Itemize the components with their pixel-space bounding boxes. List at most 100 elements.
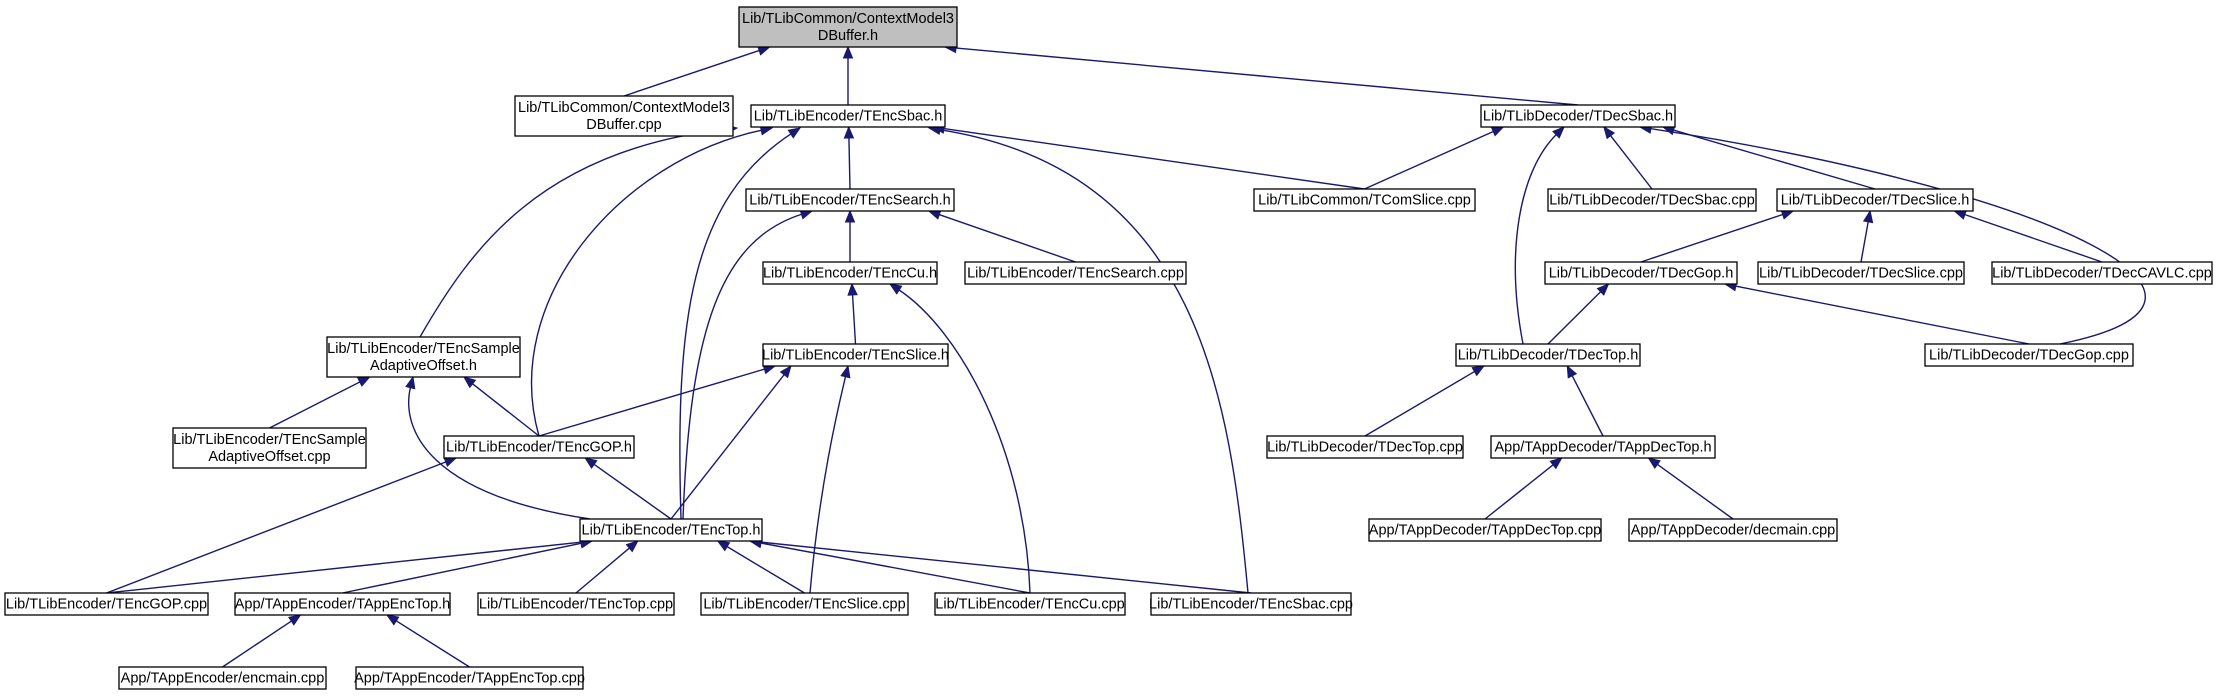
node-label-encsao-h-line2: AdaptiveOffset.h — [370, 358, 477, 374]
edge-dectop-cpp-to-dectop-h-line — [1364, 370, 1476, 437]
node-box-encmain-cpp — [118, 666, 327, 690]
node-decsbac-h[interactable]: Lib/TLibDecoder/TDecSbac.h — [1480, 104, 1676, 128]
node-encsbac-cpp[interactable]: Lib/TLibEncoder/TEncSbac.cpp — [1149, 592, 1353, 616]
node-label-decsbac-h: Lib/TLibDecoder/TDecSbac.h — [1483, 108, 1673, 124]
edge-encgop-cpp-to-encgop-h-arrowhead — [443, 457, 458, 468]
node-enccu-h[interactable]: Lib/TLibEncoder/TEncCu.h — [762, 261, 938, 285]
edge-encsao-h-to-encsbac-h-line — [419, 128, 728, 338]
node-decslice-cpp[interactable]: Lib/TLibDecoder/TDecSlice.cpp — [1757, 261, 1965, 285]
edge-encsbac-cpp-to-encsbac-h-line — [938, 128, 1249, 594]
node-label-enctop-cpp: Lib/TLibEncoder/TEncTop.cpp — [479, 596, 673, 612]
node-label-appenctop-cpp: App/TAppEncoder/TAppEncTop.cpp — [354, 670, 585, 686]
node-label-encsao-cpp-line2: AdaptiveOffset.cpp — [208, 449, 330, 465]
node-encmain-cpp[interactable]: App/TAppEncoder/encmain.cpp — [118, 666, 327, 690]
edge-enctop-h-to-encsao-h-arrowhead — [405, 375, 416, 390]
edge-decgop-cpp-to-decsbac-h — [1638, 123, 2146, 345]
edge-encgop-h-to-encsbac-h — [530, 125, 774, 437]
node-box-enctop-cpp — [477, 592, 675, 616]
node-label-encsao-h-line1: Lib/TLibEncoder/TEncSample — [327, 341, 520, 357]
node-encslice-h[interactable]: Lib/TLibEncoder/TEncSlice.h — [762, 343, 949, 367]
node-dectop-h[interactable]: Lib/TLibDecoder/TDecTop.h — [1455, 343, 1641, 367]
edge-decslice-cpp-to-decslice-h — [1860, 209, 1874, 263]
edge-encgop-cpp-to-encgop-h-line — [106, 460, 447, 594]
node-box-enccu-h — [762, 261, 938, 285]
node-decsbac-cpp[interactable]: Lib/TLibDecoder/TDecSbac.cpp — [1547, 188, 1757, 212]
node-label-ctx-h-line2: DBuffer.h — [818, 28, 878, 44]
node-encsao-h[interactable]: Lib/TLibEncoder/TEncSampleAdaptiveOffset… — [326, 336, 521, 378]
node-box-comslice-cpp — [1253, 188, 1476, 212]
edge-enctop-h-to-encgop-h-arrowhead — [584, 457, 598, 469]
node-encslice-cpp[interactable]: Lib/TLibEncoder/TEncSlice.cpp — [700, 592, 909, 616]
edge-enctop-cpp-to-enctop-h — [575, 540, 639, 594]
edge-decslice-cpp-to-decslice-h-arrowhead — [1862, 209, 1874, 224]
node-dectop-cpp[interactable]: Lib/TLibDecoder/TDecTop.cpp — [1266, 435, 1464, 459]
node-enctop-h[interactable]: Lib/TLibEncoder/TEncTop.h — [579, 518, 763, 542]
edge-encsearch-h-to-encsbac-h-arrowhead — [843, 125, 855, 139]
node-box-encsao-cpp — [172, 427, 367, 469]
node-label-ctx-cpp-line2: DBuffer.cpp — [586, 117, 662, 133]
nodes-layer: Lib/TLibCommon/ContextModel3DBuffer.hLib… — [4, 6, 2213, 690]
edge-appenctop-h-to-enctop-h — [342, 538, 594, 594]
node-enccu-cpp[interactable]: Lib/TLibEncoder/TEncCu.cpp — [934, 592, 1126, 616]
edge-encsbac-h-to-ctx-h — [842, 45, 854, 105]
node-encsbac-h[interactable]: Lib/TLibEncoder/TEncSbac.h — [750, 104, 946, 128]
node-box-enccu-cpp — [934, 592, 1126, 616]
node-box-decslice-cpp — [1757, 261, 1965, 285]
edge-enctop-h-to-encslice-h-arrowhead — [779, 364, 792, 379]
node-label-decsbac-cpp: Lib/TLibDecoder/TDecSbac.cpp — [1549, 192, 1755, 208]
node-appdectop-cpp[interactable]: App/TAppDecoder/TAppDecTop.cpp — [1368, 518, 1602, 542]
node-encsearch-h[interactable]: Lib/TLibEncoder/TEncSearch.h — [745, 188, 955, 212]
node-box-decmain-cpp — [1628, 518, 1838, 542]
edge-enctop-h-to-encsearch-h-line — [682, 213, 803, 520]
node-label-encgop-h: Lib/TLibEncoder/TEncGOP.h — [446, 439, 632, 455]
edge-encsearch-cpp-to-encsearch-h-line — [938, 213, 1076, 263]
edge-appdectop-h-to-dectop-h-line — [1571, 374, 1604, 437]
edge-enctop-h-to-encsao-h-line — [408, 386, 591, 520]
node-decgop-cpp[interactable]: Lib/TLibDecoder/TDecGop.cpp — [1924, 343, 2134, 367]
node-appdectop-h[interactable]: App/TAppDecoder/TAppDecTop.h — [1490, 435, 1716, 459]
node-decslice-h[interactable]: Lib/TLibDecoder/TDecSlice.h — [1776, 188, 1974, 212]
edge-encgop-cpp-to-enctop-h-line — [106, 541, 583, 594]
edge-enctop-cpp-to-enctop-h-line — [575, 546, 631, 594]
node-label-decslice-cpp: Lib/TLibDecoder/TDecSlice.cpp — [1759, 265, 1963, 281]
edge-enctop-cpp-to-enctop-h-arrowhead — [625, 540, 639, 553]
node-enctop-cpp[interactable]: Lib/TLibEncoder/TEncTop.cpp — [477, 592, 675, 616]
node-comslice-cpp[interactable]: Lib/TLibCommon/TComSlice.cpp — [1253, 188, 1476, 212]
node-label-encsearch-h: Lib/TLibEncoder/TEncSearch.h — [749, 192, 951, 208]
node-label-encgop-cpp: Lib/TLibEncoder/TEncGOP.cpp — [6, 596, 207, 612]
edge-encgop-cpp-to-encgop-h — [106, 457, 458, 594]
edge-decsbac-h-to-ctx-h — [943, 42, 1579, 106]
node-encgop-h[interactable]: Lib/TLibEncoder/TEncGOP.h — [443, 435, 635, 459]
edge-decslice-h-to-decsbac-h-line — [1672, 129, 1876, 190]
node-deccavlc-cpp[interactable]: Lib/TLibDecoder/TDecCAVLC.cpp — [1991, 261, 2213, 285]
node-encsao-cpp[interactable]: Lib/TLibEncoder/TEncSampleAdaptiveOffset… — [172, 427, 367, 469]
node-appenctop-cpp[interactable]: App/TAppEncoder/TAppEncTop.cpp — [354, 666, 585, 690]
node-box-appdectop-cpp — [1368, 518, 1602, 542]
edge-comslice-cpp-to-encsbac-h-line — [942, 127, 1365, 190]
edge-comslice-cpp-to-decsbac-h-arrowhead — [1490, 126, 1505, 137]
edge-ctx-cpp-to-ctx-h — [623, 45, 771, 97]
node-label-dectop-cpp: Lib/TLibDecoder/TDecTop.cpp — [1267, 439, 1463, 455]
edge-enctop-h-to-encsbac-h — [679, 127, 802, 520]
edge-appdectop-h-to-dectop-h — [1566, 364, 1604, 437]
edge-encslice-cpp-to-encslice-h-arrowhead — [840, 364, 851, 379]
edge-encsbac-h-to-ctx-h-arrowhead — [842, 45, 854, 59]
edge-appdectop-cpp-to-appdectop-h-arrowhead — [1549, 457, 1563, 470]
edge-appenctop-cpp-to-appenctop-h — [385, 614, 470, 668]
node-decgop-h[interactable]: Lib/TLibDecoder/TDecGop.h — [1544, 261, 1738, 285]
node-box-ctx-h — [738, 6, 958, 48]
edge-decslice-cpp-to-decslice-h-line — [1860, 220, 1870, 263]
node-box-dectop-cpp — [1266, 435, 1464, 459]
edge-encsearch-cpp-to-encsearch-h — [927, 209, 1076, 263]
node-encgop-cpp[interactable]: Lib/TLibEncoder/TEncGOP.cpp — [4, 592, 209, 616]
edge-encsao-cpp-to-encsao-h-arrowhead — [356, 376, 371, 387]
edge-encgop-h-to-encslice-h — [538, 364, 777, 437]
node-appenctop-h[interactable]: App/TAppEncoder/TAppEncTop.h — [234, 592, 451, 616]
edge-enctop-h-to-encsao-h — [405, 375, 591, 520]
edge-encsao-cpp-to-encsao-h-line — [269, 380, 362, 429]
node-decmain-cpp[interactable]: App/TAppDecoder/decmain.cpp — [1628, 518, 1838, 542]
node-box-appenctop-h — [234, 592, 451, 616]
node-encsearch-cpp[interactable]: Lib/TLibEncoder/TEncSearch.cpp — [964, 261, 1187, 285]
